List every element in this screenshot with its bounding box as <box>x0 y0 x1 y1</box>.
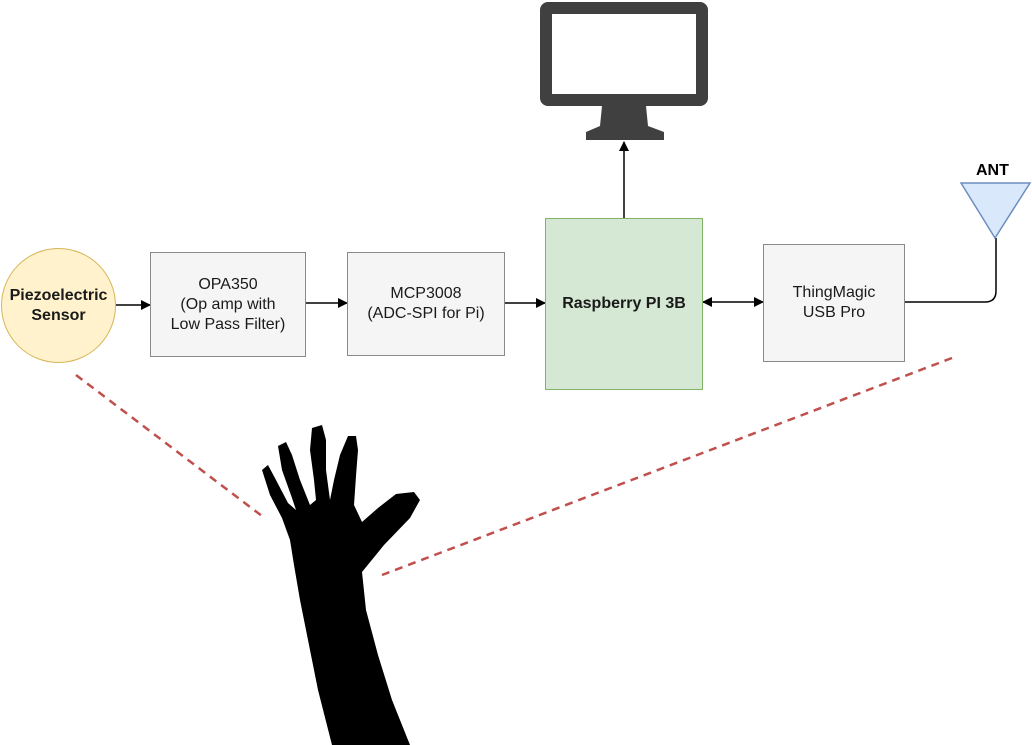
antenna-icon <box>959 182 1032 240</box>
opamp-node: OPA350 (Op amp with Low Pass Filter) <box>150 252 306 357</box>
hand-silhouette <box>262 425 420 745</box>
sensor-label-line1: Piezoelectric <box>9 286 108 304</box>
adc-label-line2: (ADC-SPI for Pi) <box>367 305 485 322</box>
dashed-line-left <box>75 374 263 517</box>
adc-label-line1: MCP3008 <box>390 285 462 302</box>
pi-label: Raspberry PI 3B <box>562 295 686 312</box>
raspberry-pi-node: Raspberry PI 3B <box>545 218 703 390</box>
dashed-line-right <box>381 356 953 577</box>
rfid-label-line2: USB Pro <box>802 304 866 321</box>
sensor-label-line2: Sensor <box>31 306 86 324</box>
opamp-label-line2: (Op amp with <box>180 295 276 313</box>
opamp-label-line3: Low Pass Filter) <box>170 315 286 333</box>
edge-rfid-antenna <box>905 238 997 303</box>
adc-node: MCP3008 (ADC-SPI for Pi) <box>347 252 505 356</box>
rfid-reader-node: ThingMagic USB Pro <box>763 244 905 362</box>
antenna-label: ANT <box>976 162 1009 179</box>
opamp-label-line1: OPA350 <box>198 275 258 293</box>
monitor-icon <box>540 2 708 140</box>
rfid-label-line1: ThingMagic <box>792 284 876 301</box>
piezoelectric-sensor-node: Piezoelectric Sensor <box>1 248 116 363</box>
